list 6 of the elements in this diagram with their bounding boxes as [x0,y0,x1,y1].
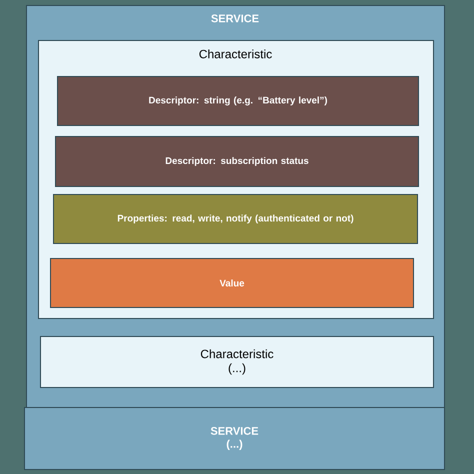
service-box: SERVICE (...) [24,407,445,470]
descriptor-box: Descriptor: string (e.g. “Battery level”) [57,76,419,126]
properties-box: Properties: read, write, notify (authenticated or not) [53,194,418,244]
value-box: Value [50,258,414,308]
characteristic-box: Characteristic (...) [40,336,434,388]
descriptor-box: Descriptor: subscription status [55,136,419,187]
